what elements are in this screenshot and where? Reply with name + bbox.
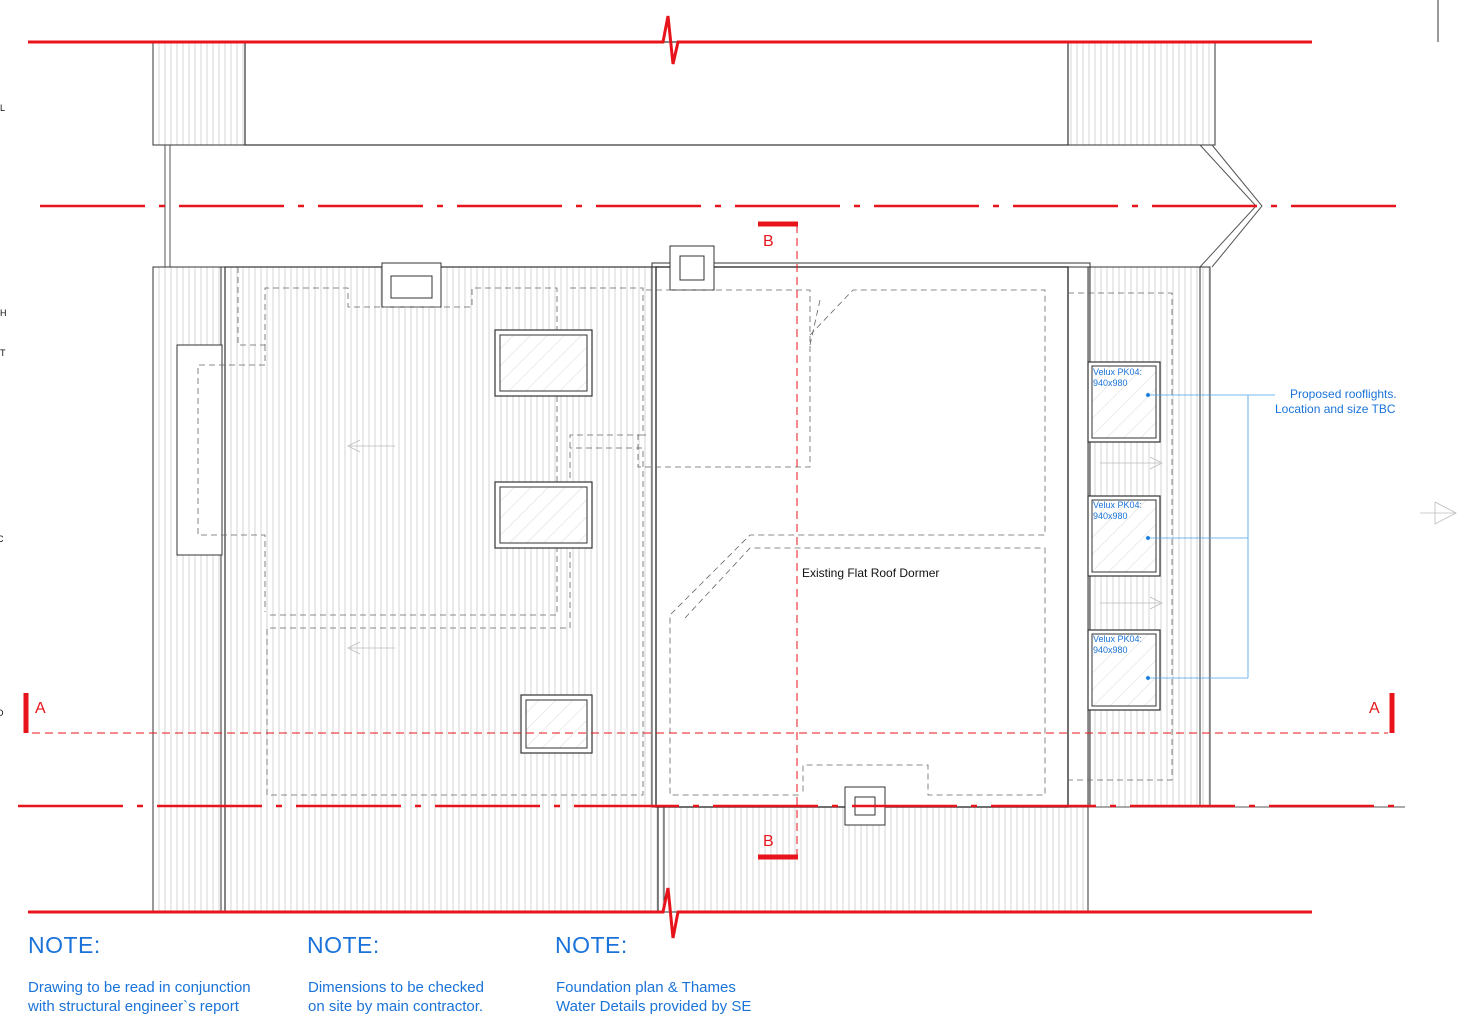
edge-fragment: L: [0, 103, 5, 113]
rooflight-leader-lines: [1145, 392, 1275, 681]
velux-size: 940x980: [1093, 645, 1128, 655]
note-line: Water Details provided by SE: [556, 998, 752, 1015]
note-title: NOTE:: [555, 932, 628, 958]
left-roof-dashed-outlines: [237, 267, 644, 796]
edge-fragment: C: [0, 534, 4, 544]
dormer-dashed-outlines: [637, 289, 1173, 796]
edge-fragment: H: [0, 308, 7, 318]
edge-fragment: D: [0, 708, 4, 718]
note-line: Drawing to be read in conjunction: [28, 979, 251, 996]
note-line: Dimensions to be checked: [308, 979, 484, 996]
rooflight-callout-line2: Location and size TBC: [1275, 402, 1396, 416]
red-dashed-gridlines: [18, 204, 1405, 808]
note-title: NOTE:: [307, 932, 380, 958]
note-line: Foundation plan & Thames: [556, 979, 736, 996]
velux-label: Velux PK04:: [1093, 634, 1142, 644]
note-body: Drawing to be read in conjunction with s…: [28, 978, 251, 1016]
velux-label: Velux PK04:: [1093, 500, 1142, 510]
edge-fragment: T: [0, 348, 6, 358]
proposed-rooflights: [1087, 361, 1161, 711]
main-roof: [152, 262, 1405, 913]
rooflight-callout-line1: Proposed rooflights.: [1290, 387, 1397, 401]
red-break-lines: [28, 15, 1312, 939]
note-line: on site by main contractor.: [308, 998, 484, 1015]
slope-arrows: [347, 439, 1457, 655]
top-existing-roof: [152, 41, 1263, 268]
chimney-center: [669, 245, 715, 291]
note-title: NOTE:: [28, 932, 101, 958]
velux-size: 940x980: [1093, 511, 1128, 521]
note-body: Dimensions to be checked on site by main…: [308, 978, 484, 1016]
existing-rooflights: [494, 329, 593, 754]
velux-label: Velux PK04:: [1093, 367, 1142, 377]
section-line-a: [23, 693, 1395, 734]
dormer-label: Existing Flat Roof Dormer: [802, 566, 939, 580]
velux-size: 940x980: [1093, 378, 1128, 388]
section-b-top-label: B: [763, 233, 774, 250]
note-line: with structural engineer`s report: [28, 998, 239, 1015]
section-b-bottom-label: B: [763, 833, 774, 850]
section-a-left-label: A: [35, 700, 46, 717]
left-projection: [176, 344, 266, 612]
chimney-left: [381, 262, 442, 308]
note-body: Foundation plan & Thames Water Details p…: [556, 978, 751, 1016]
section-line-b: [758, 221, 798, 860]
section-a-right-label: A: [1369, 700, 1380, 717]
